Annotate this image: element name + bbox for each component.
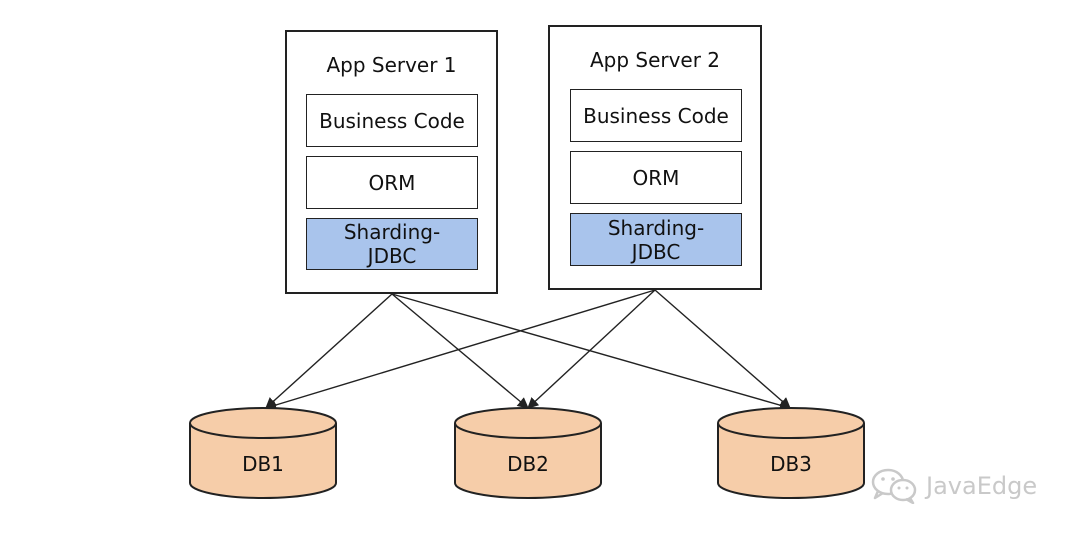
database-db1 bbox=[189, 407, 337, 499]
connection-server1-db2 bbox=[391, 293, 529, 409]
app-server-2: App Server 2 Business Code ORM Sharding-… bbox=[548, 25, 762, 290]
watermark: JavaEdge bbox=[870, 468, 1037, 504]
db3-label: DB3 bbox=[770, 452, 812, 476]
connection-server2-db1 bbox=[264, 289, 656, 411]
connection-server1-db1 bbox=[265, 293, 393, 409]
watermark-text: JavaEdge bbox=[926, 472, 1038, 500]
db2-label: DB2 bbox=[507, 452, 549, 476]
connection-server1-db3 bbox=[391, 293, 792, 411]
app-server-2-orm: ORM bbox=[570, 151, 742, 204]
connection-server2-db3 bbox=[654, 289, 791, 409]
app-server-1: App Server 1 Business Code ORM Sharding-… bbox=[285, 30, 498, 294]
app-server-1-title: App Server 1 bbox=[326, 53, 457, 77]
wechat-icon bbox=[871, 468, 917, 504]
connection-server2-db2 bbox=[527, 289, 656, 409]
app-server-1-sharding-jdbc: Sharding- JDBC bbox=[306, 218, 478, 270]
database-db3 bbox=[717, 407, 865, 499]
db1-label: DB1 bbox=[242, 452, 284, 476]
app-server-2-sharding-jdbc: Sharding- JDBC bbox=[570, 213, 742, 266]
app-server-2-title: App Server 2 bbox=[589, 48, 721, 72]
app-server-1-business-code: Business Code bbox=[306, 94, 478, 147]
app-server-1-orm: ORM bbox=[306, 156, 478, 209]
database-db2 bbox=[454, 407, 602, 499]
app-server-2-business-code: Business Code bbox=[570, 89, 742, 142]
